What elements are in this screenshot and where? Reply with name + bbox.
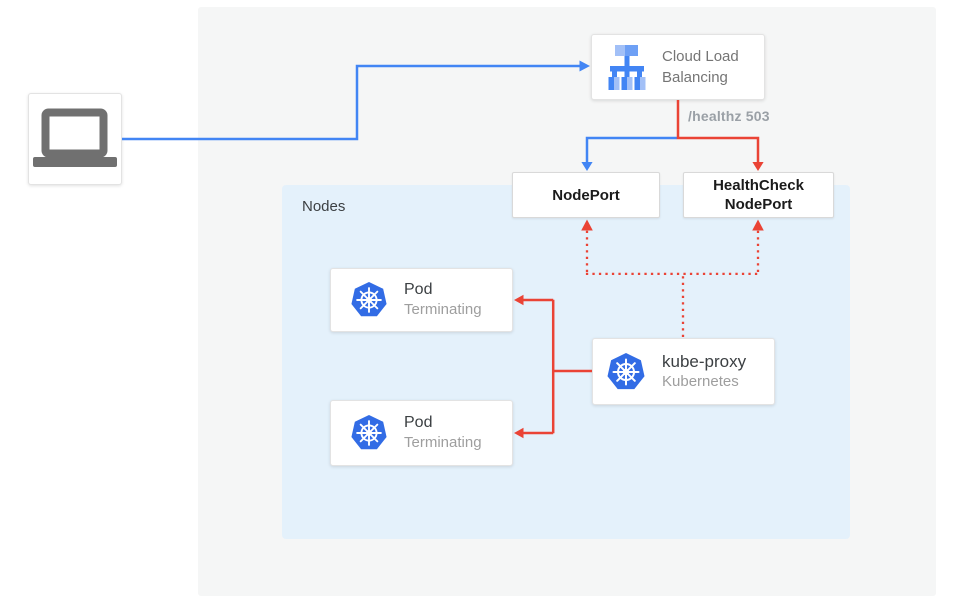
nodeport-label: NodePort bbox=[552, 186, 620, 204]
kube-proxy-subtitle: Kubernetes bbox=[662, 372, 739, 390]
pod-title: Pod bbox=[404, 414, 433, 431]
laptop-icon bbox=[33, 108, 117, 170]
pod-terminating-card-2: Pod Terminating bbox=[330, 400, 513, 466]
client-laptop-card bbox=[28, 93, 122, 185]
kube-proxy-card: kube-proxy Kubernetes bbox=[592, 338, 775, 405]
healthcheck-nodeport-box: HealthCheck NodePort bbox=[683, 172, 834, 218]
kube-proxy-title: kube-proxy bbox=[662, 351, 747, 371]
healthz-status-label: /healthz 503 bbox=[688, 108, 770, 124]
kubernetes-icon bbox=[350, 414, 388, 452]
nodeport-box: NodePort bbox=[512, 172, 660, 218]
healthcheck-nodeport-label: HealthCheck NodePort bbox=[713, 177, 804, 213]
nodes-label: Nodes bbox=[302, 198, 346, 215]
pod-title: Pod bbox=[404, 281, 433, 298]
pod-status: Terminating bbox=[404, 301, 482, 318]
cloud-load-balancing-card: Cloud Load Balancing bbox=[591, 34, 765, 100]
pod-status: Terminating bbox=[404, 434, 482, 451]
pod-terminating-card-1: Pod Terminating bbox=[330, 268, 513, 332]
cloud-load-balancing-icon bbox=[605, 44, 649, 91]
kubernetes-icon bbox=[350, 281, 388, 319]
kubernetes-icon bbox=[606, 352, 646, 392]
cloud-load-balancing-label: Cloud Load Balancing bbox=[662, 48, 739, 86]
